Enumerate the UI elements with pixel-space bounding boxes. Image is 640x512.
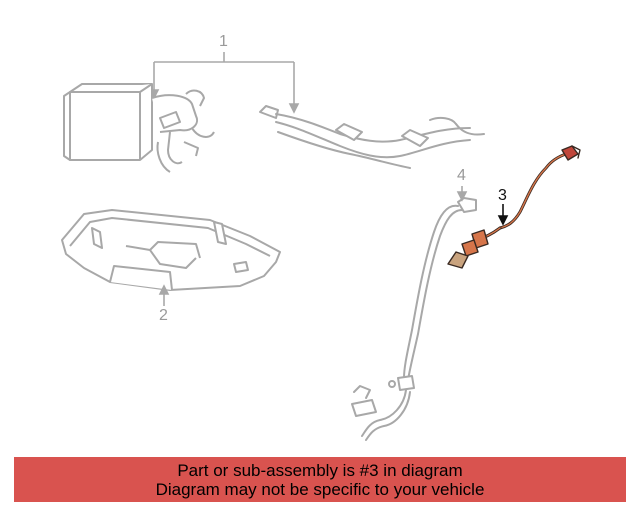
banner-line-2: Diagram may not be specific to your vehi…	[155, 480, 485, 499]
oxygen-sensor-4	[351, 197, 477, 441]
notice-banner: Part or sub-assembly is #3 in diagram Di…	[14, 457, 626, 502]
callout-label-1: 1	[219, 33, 228, 50]
callout-3-leader	[497, 204, 509, 226]
oxygen-sensor-3-highlighted	[447, 145, 581, 269]
vapor-hoses	[259, 105, 485, 169]
callout-4-leader	[456, 186, 468, 202]
callout-label-2: 2	[159, 307, 168, 324]
canister-tray	[61, 209, 281, 291]
parts-diagram	[61, 52, 581, 441]
banner-line-1: Part or sub-assembly is #3 in diagram	[177, 461, 463, 480]
callout-label-4: 4	[457, 167, 466, 184]
callout-label-3: 3	[498, 187, 507, 204]
callout-2-leader	[158, 284, 170, 306]
charcoal-canister	[63, 83, 215, 173]
